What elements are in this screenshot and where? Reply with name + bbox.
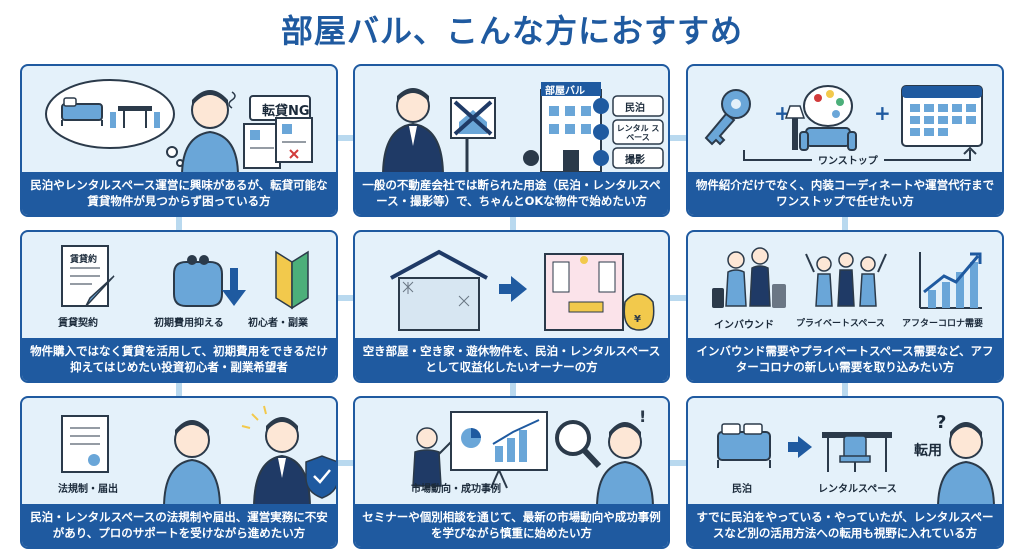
card-illustration bbox=[45, 79, 313, 176]
thinking-person-icon: ! bbox=[595, 407, 655, 508]
card-caption: 一般の不動産会社では断られた用途（民泊・レンタルスペース・撮影等）で、ちゃんとO… bbox=[355, 172, 668, 215]
plus-icon: + bbox=[774, 101, 791, 125]
connector-v-col3-a bbox=[842, 217, 848, 233]
question-mark: ? bbox=[936, 412, 947, 433]
document-icon bbox=[61, 415, 109, 473]
worried-person-icon bbox=[180, 90, 240, 176]
svg-text:!: ! bbox=[639, 407, 646, 426]
svg-text:¥: ¥ bbox=[634, 314, 641, 325]
card-rejected-usage: 部屋バル 民泊 レンタル スペース 撮影 一般の不動産会社では断られた用途（民泊… bbox=[353, 64, 670, 217]
bed-icon bbox=[717, 423, 771, 468]
card-illustration: ! bbox=[412, 407, 655, 508]
renovated-room-icon bbox=[544, 253, 624, 331]
conversion-label: 転用 bbox=[914, 443, 942, 459]
growth-chart-icon bbox=[919, 252, 982, 309]
card-one-stop-service: + + bbox=[686, 64, 1004, 217]
card-sublease-difficulty: 転貸NG 民泊やレンタルスペース運営に興味があるが、転貸可能な賃貸物件が見つから… bbox=[20, 64, 338, 217]
connector-v-col1-b bbox=[176, 381, 182, 397]
card-illustration bbox=[61, 405, 336, 508]
private-space-label: プライベートスペース bbox=[796, 319, 885, 329]
sofa-icon bbox=[784, 105, 857, 151]
connector-v-col3-b bbox=[842, 381, 848, 397]
connector-v-col2-b bbox=[510, 381, 516, 397]
beginner-sidejob-label: 初心者・副業 bbox=[248, 318, 308, 329]
card-monetize-vacant-property: ¥ 空き部屋・空き家・遊休物件を、民泊・レンタルスペースとして収益化したいオーナ… bbox=[353, 230, 670, 383]
connector-h-row3-b bbox=[668, 460, 688, 466]
key-icon bbox=[704, 89, 751, 146]
card-caption: セミナーや個別相談を通じて、最新の市場動向や成功事例を学びながら慎重に始めたい方 bbox=[355, 504, 668, 547]
card-caption: 物件紹介だけでなく、内装コーディネートや運営代行までワンストップで任せたい方 bbox=[688, 172, 1002, 215]
documents-icon bbox=[243, 95, 313, 169]
whiteboard-chart-icon bbox=[450, 411, 548, 489]
wallet-icon bbox=[173, 255, 223, 307]
one-stop-label: ワンストップ bbox=[812, 152, 884, 167]
beginner-mark-icon bbox=[275, 250, 309, 310]
connector-h-row3-a bbox=[338, 460, 358, 466]
card-conversion: ? 転用 民泊 レンタルスペース すでに民泊をやっている・やっていたが、レンタル… bbox=[686, 396, 1004, 549]
connector-h-row2-a bbox=[338, 295, 358, 301]
regulation-label: 法規制・届出 bbox=[58, 484, 118, 495]
thinking-person-icon bbox=[162, 420, 222, 508]
card-illustration bbox=[381, 82, 664, 176]
card-illustration: + + bbox=[704, 85, 983, 161]
plus-icon: + bbox=[874, 101, 891, 125]
ok-check-icon bbox=[593, 95, 664, 169]
market-trends-label: 市場動向・成功事例 bbox=[411, 484, 501, 495]
crossed-house-icon bbox=[450, 97, 496, 174]
usage-option-filming: 撮影 bbox=[625, 155, 645, 166]
party-people-icon bbox=[805, 252, 887, 307]
connector-h-row1-b bbox=[668, 135, 688, 141]
card-caption: 空き部屋・空き家・遊休物件を、民泊・レンタルスペースとして収益化したいオーナーの… bbox=[355, 338, 668, 381]
businessman-icon bbox=[381, 88, 445, 176]
card-illustration: ¥ bbox=[390, 249, 655, 331]
down-arrow-icon bbox=[222, 268, 246, 306]
card-illustration bbox=[717, 422, 996, 508]
empty-house-icon bbox=[390, 249, 488, 331]
connector-v-col2-a bbox=[510, 217, 516, 233]
consultant-icon bbox=[241, 405, 312, 508]
usage-option-rental: レンタル スペース bbox=[616, 124, 660, 142]
money-bag-icon: ¥ bbox=[623, 293, 655, 331]
card-new-demand: インバウンド プライベートスペース アフターコロナ需要 インバウンド需要やプライ… bbox=[686, 230, 1004, 383]
desk-chair-icon bbox=[822, 432, 892, 472]
dining-table-icon bbox=[110, 106, 160, 128]
initial-cost-label: 初期費用抑える bbox=[154, 318, 224, 329]
minpaku-label: 民泊 bbox=[732, 484, 752, 495]
magnifier-icon bbox=[555, 420, 602, 469]
building-icon bbox=[523, 82, 602, 173]
calendar-icon bbox=[901, 85, 983, 147]
rental-space-label: レンタルスペース bbox=[818, 484, 897, 495]
building-label: 部屋バル bbox=[545, 86, 585, 97]
connector-v-col1-a bbox=[176, 217, 182, 233]
bed-icon bbox=[61, 97, 103, 126]
card-regulation-support: 法規制・届出 民泊・レンタルスペースの法規制や届出、運営実務に不安があり、プロの… bbox=[20, 396, 338, 549]
connector-h-row1-a bbox=[338, 135, 358, 141]
shield-check-icon bbox=[305, 455, 336, 499]
inbound-label: インバウンド bbox=[714, 320, 774, 331]
question-person-icon bbox=[936, 422, 996, 508]
page-title: 部屋バル、こんな方におすすめ bbox=[280, 12, 743, 50]
card-caption: インバウンド需要やプライベートスペース需要など、アフターコロナの新しい需要を取り… bbox=[688, 338, 1002, 381]
usage-option-minpaku: 民泊 bbox=[625, 103, 645, 114]
seminar-presenter-icon bbox=[412, 427, 456, 487]
card-seminar-learning: ! 市場動向・成功事例 セミナーや個別相談を通じて、最新の市場動向や成功事例を学… bbox=[353, 396, 670, 549]
contract-icon bbox=[61, 245, 115, 307]
sublease-ng-sign: 転貸NG bbox=[262, 104, 310, 119]
right-arrow-icon bbox=[788, 436, 812, 458]
palette-icon bbox=[803, 85, 853, 127]
card-caption: 物件購入ではなく賃貸を活用して、初期費用をできるだけ抑えてはじめたい投資初心者・… bbox=[22, 338, 336, 381]
card-illustration bbox=[61, 245, 309, 310]
card-caption: 民泊・レンタルスペースの法規制や届出、運営実務に不安があり、プロのサポートを受け… bbox=[22, 504, 336, 547]
after-corona-label: アフターコロナ需要 bbox=[902, 319, 984, 329]
card-illustration bbox=[712, 247, 982, 309]
card-caption: すでに民泊をやっている・やっていたが、レンタルスペースなど別の活用方法への転用も… bbox=[688, 504, 1002, 547]
travelers-icon bbox=[712, 247, 786, 308]
connector-h-row2-b bbox=[668, 295, 688, 301]
card-low-initial-cost: 賃貸約 賃貸契約 初期費用抑える 初心者・副業 物件購入ではなく賃貸を活用して、… bbox=[20, 230, 338, 383]
rental-contract-label: 賃貸契約 bbox=[58, 318, 98, 329]
card-caption: 民泊やレンタルスペース運営に興味があるが、転貸可能な賃貸物件が見つからず困ってい… bbox=[22, 172, 336, 215]
contract-doc-title: 賃貸約 bbox=[70, 255, 98, 265]
right-arrow-icon bbox=[499, 276, 527, 302]
